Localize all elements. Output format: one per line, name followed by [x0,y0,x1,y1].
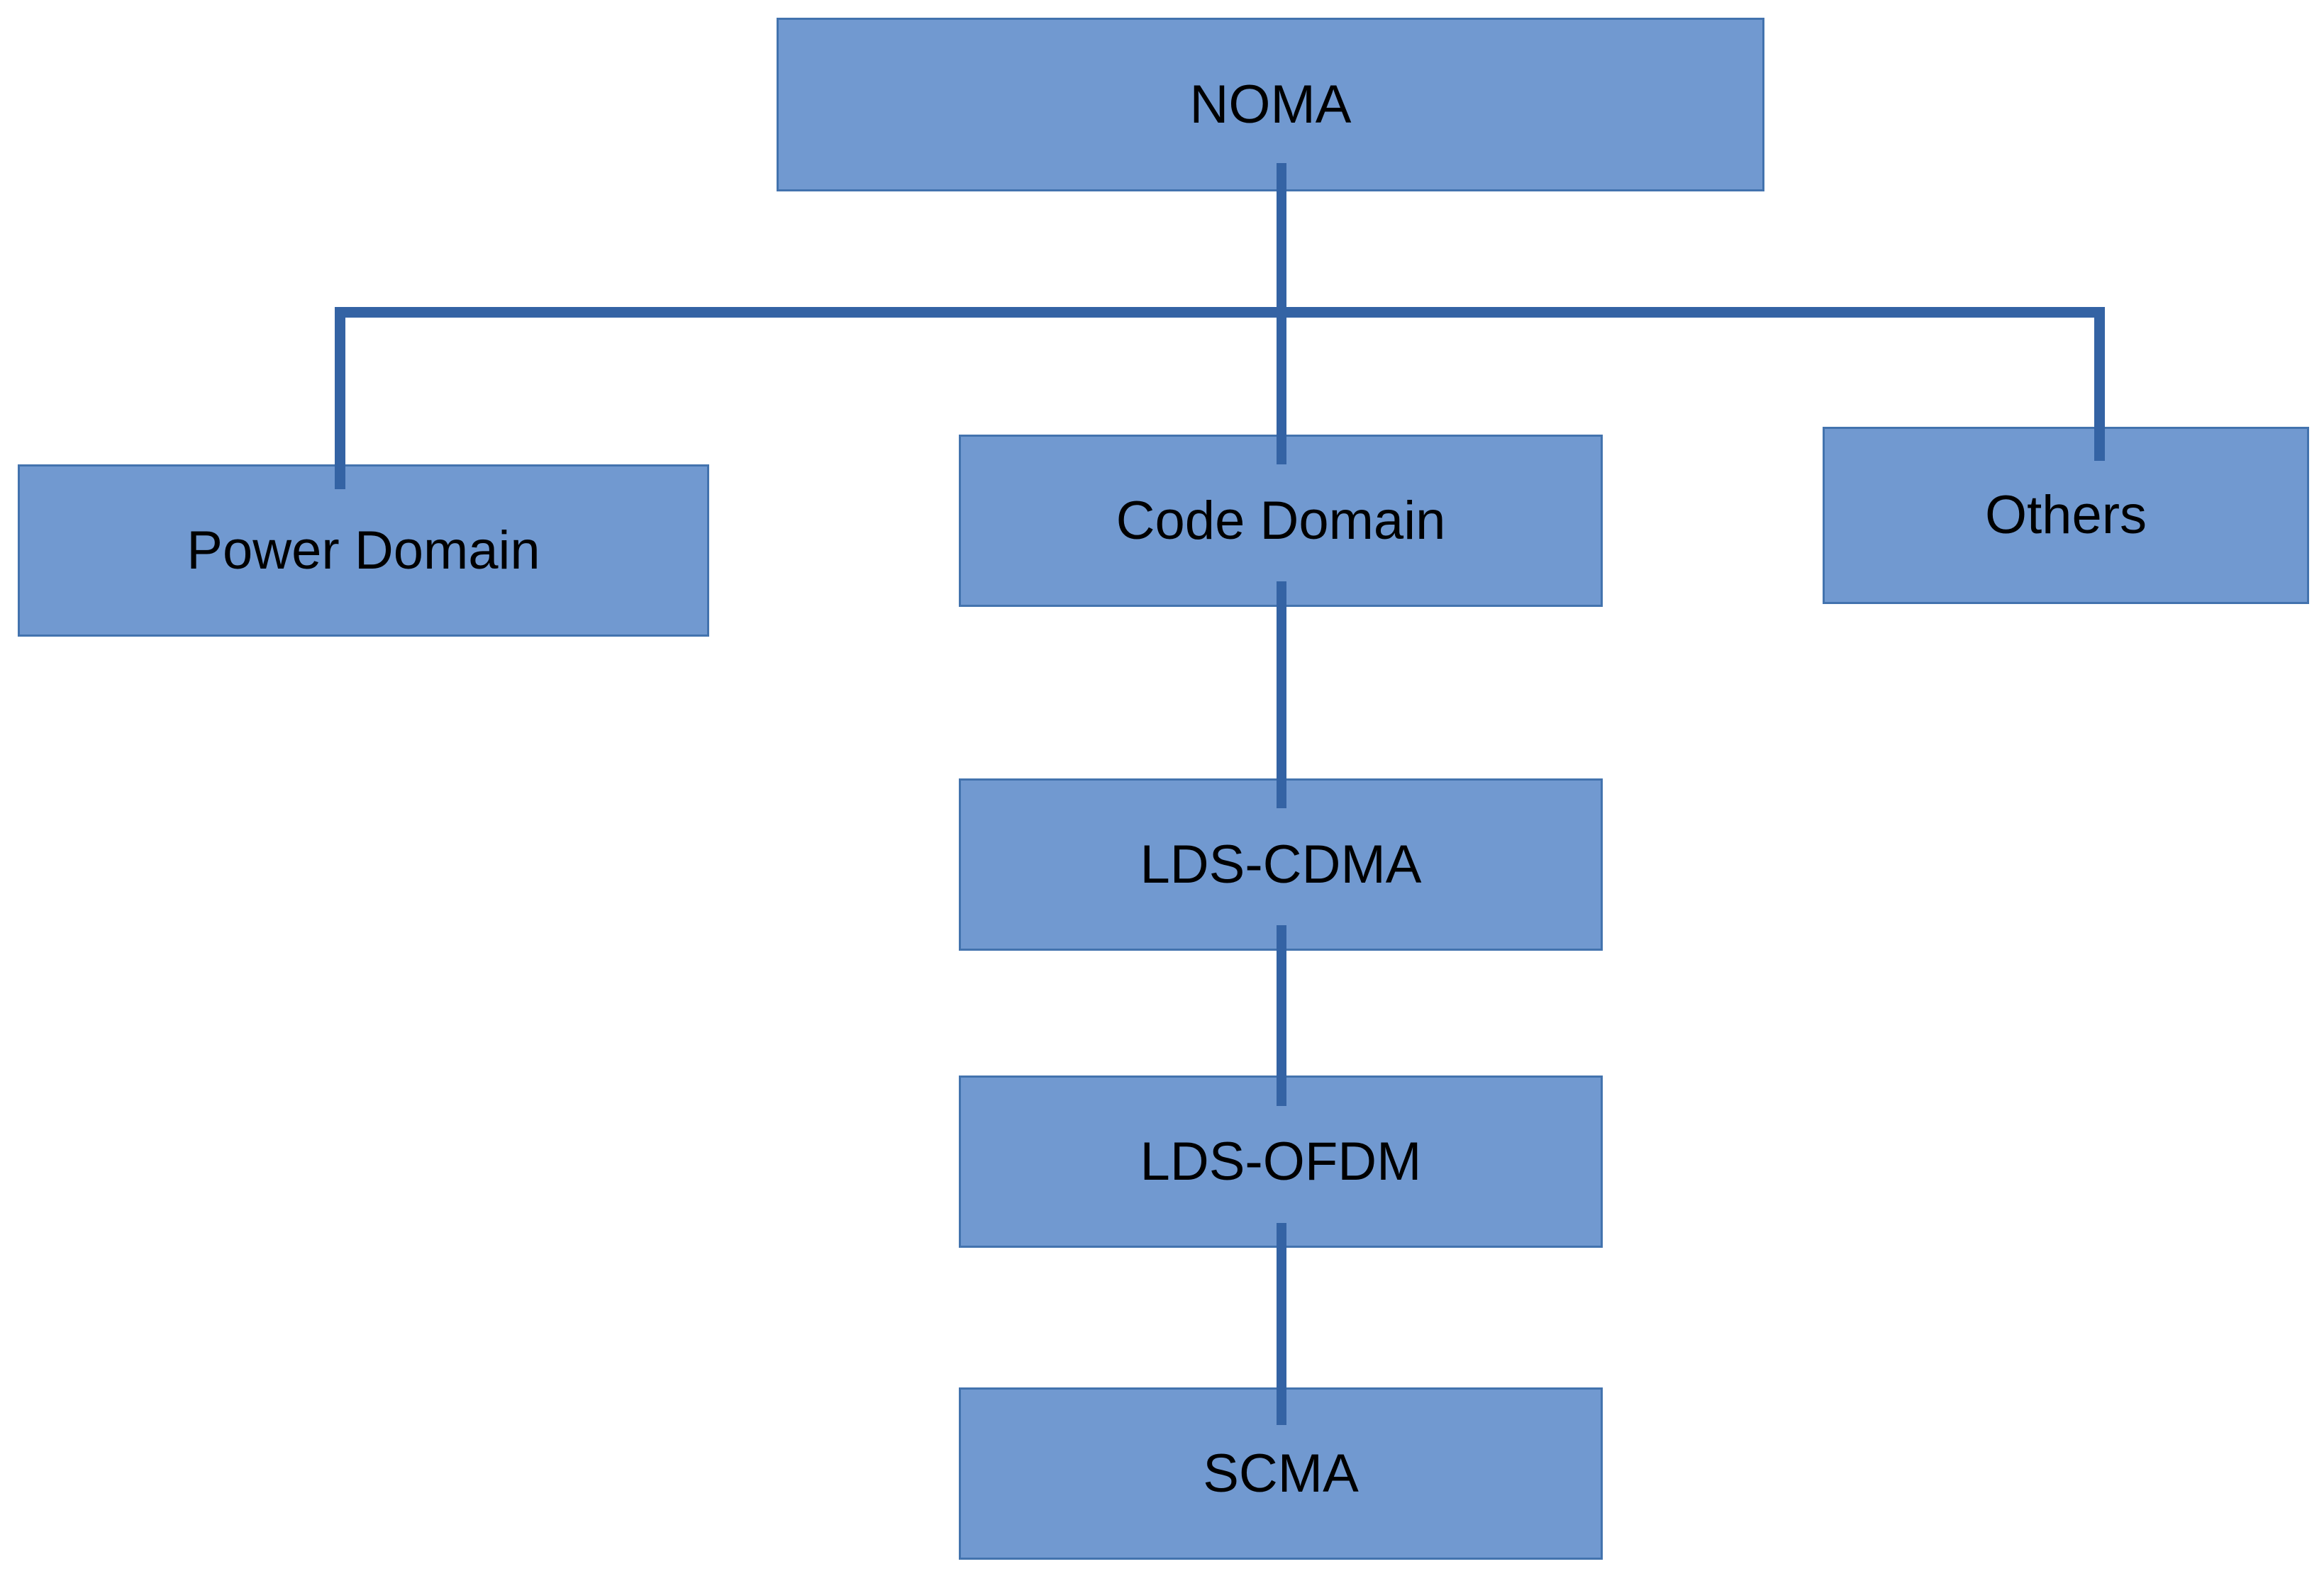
node-lds-cdma-label: LDS-CDMA [1140,834,1422,895]
node-noma-label: NOMA [1189,74,1352,135]
node-code-domain-label: Code Domain [1116,490,1446,551]
connector-lds-ofdm-to-scma [1277,1223,1286,1425]
node-others-label: Others [1984,485,2147,545]
connector-lds-cdma-to-lds-ofdm [1277,925,1286,1106]
node-lds-ofdm-label: LDS-OFDM [1140,1131,1422,1192]
node-power-domain: Power Domain [18,464,709,637]
node-power-domain-label: Power Domain [187,520,540,581]
connector-branch-to-power-domain [335,307,345,489]
node-others: Others [1823,427,2309,604]
connector-horizontal-branch-bar [335,307,2105,318]
connector-branch-to-others [2094,307,2105,461]
connector-code-domain-to-lds-cdma [1277,581,1286,808]
node-scma-label: SCMA [1203,1443,1359,1504]
node-noma: NOMA [777,18,1764,191]
